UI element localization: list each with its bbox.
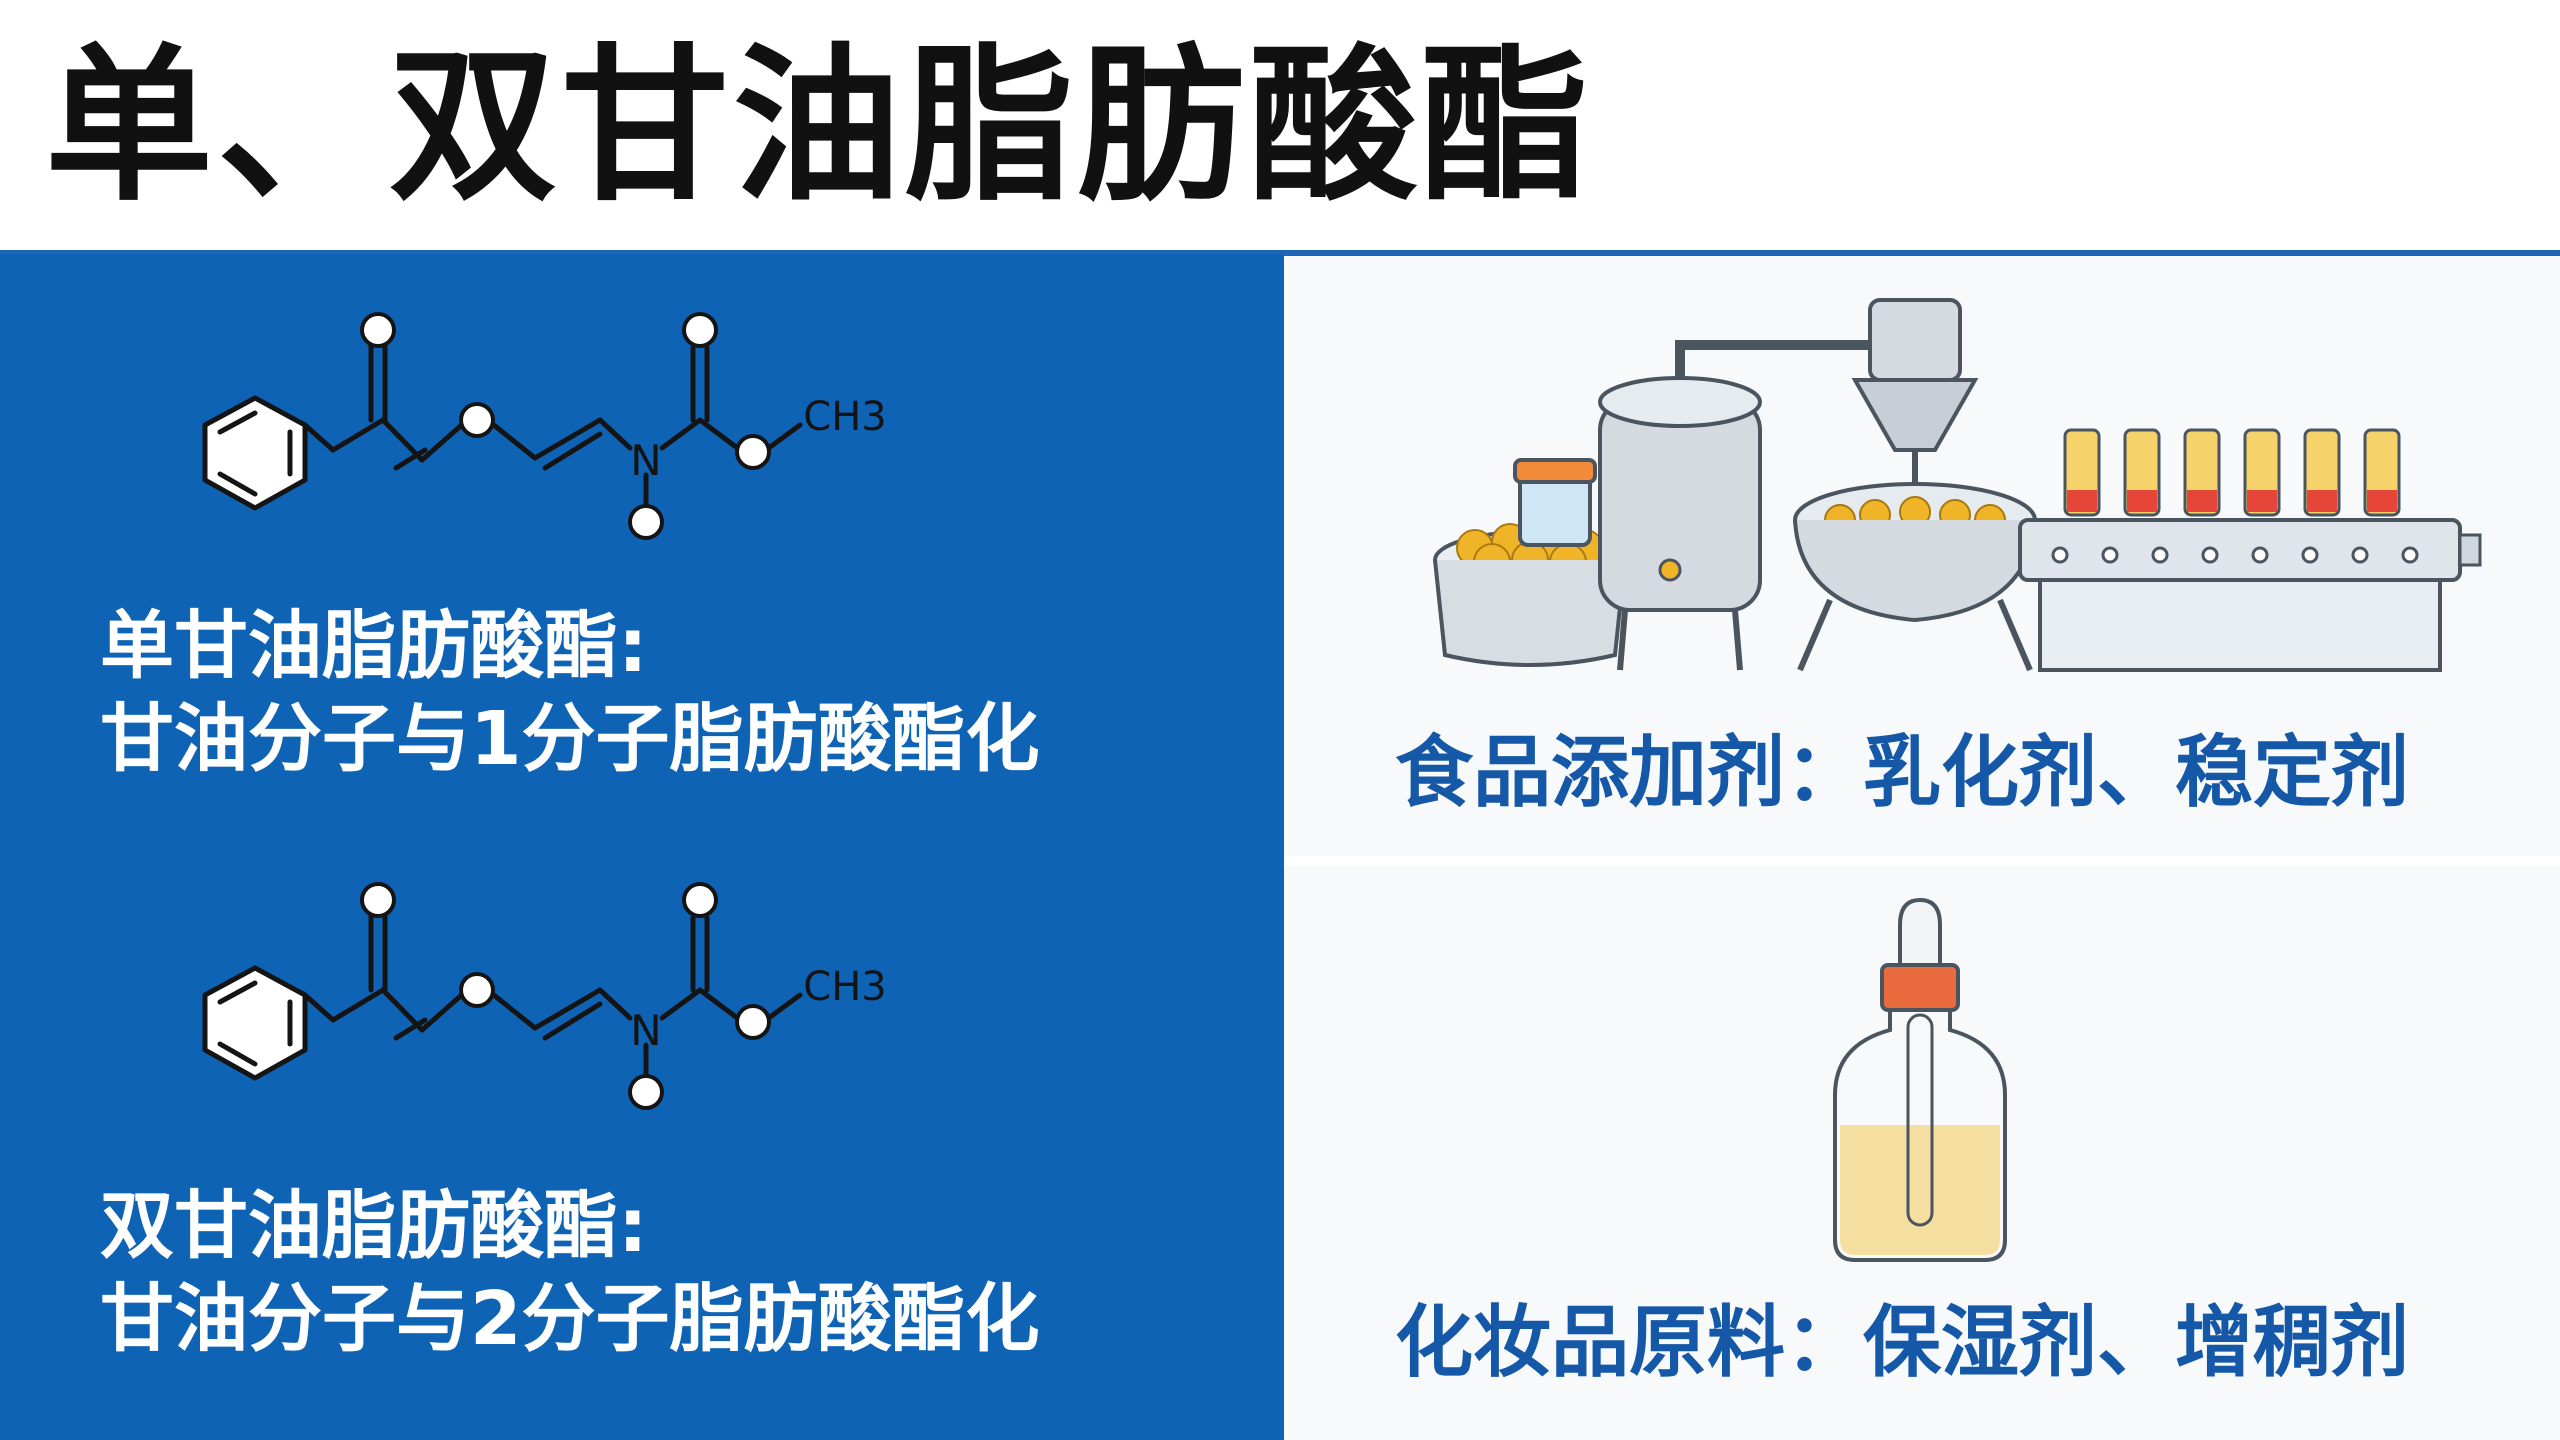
- svg-text:N: N: [630, 436, 661, 485]
- mono-definition: 甘油分子与1分子脂肪酸酯化: [100, 695, 1040, 782]
- mono-description: 单甘油脂肪酸酯: 甘油分子与1分子脂肪酸酯化: [100, 600, 1040, 785]
- storage-tank-icon: [1598, 340, 1900, 671]
- svg-text:N: N: [630, 1006, 661, 1055]
- food-caption: 食品添加剂：乳化剂、稳定剂: [1395, 728, 2410, 818]
- molecule-diagram-di: N CH3: [202, 882, 887, 1110]
- di-definition: 甘油分子与2分子脂肪酸酯化: [100, 1275, 1040, 1362]
- di-description: 双甘油脂肪酸酯: 甘油分子与2分子脂肪酸酯化: [100, 1180, 1040, 1365]
- jar-icon: [1513, 458, 1597, 547]
- cosmetic-caption: 化妆品原料：保湿剂、增稠剂: [1395, 1298, 2410, 1388]
- right-divider: [1284, 252, 2560, 257]
- page-title: 单、双甘油脂肪酸酯: [45, 28, 1593, 224]
- card-separator: [1284, 856, 2560, 866]
- dropper-bottle-icon: [1833, 897, 2007, 1262]
- conveyor-icon: [2018, 428, 2482, 672]
- molecule-diagram-mono: N CH3: [202, 312, 887, 540]
- mixer-icon: [1793, 298, 2037, 672]
- mono-label: 单甘油脂肪酸酯:: [100, 603, 648, 689]
- methyl-label: CH3: [803, 394, 886, 440]
- methyl-label: CH3: [803, 964, 886, 1010]
- dropper-bottle-illustration: [1833, 897, 2007, 1262]
- food-production-illustration: [1433, 298, 2482, 672]
- title-divider: [0, 250, 2560, 256]
- title-bar: 单、双甘油脂肪酸酯: [0, 0, 2560, 250]
- di-label: 双甘油脂肪酸酯:: [100, 1183, 648, 1269]
